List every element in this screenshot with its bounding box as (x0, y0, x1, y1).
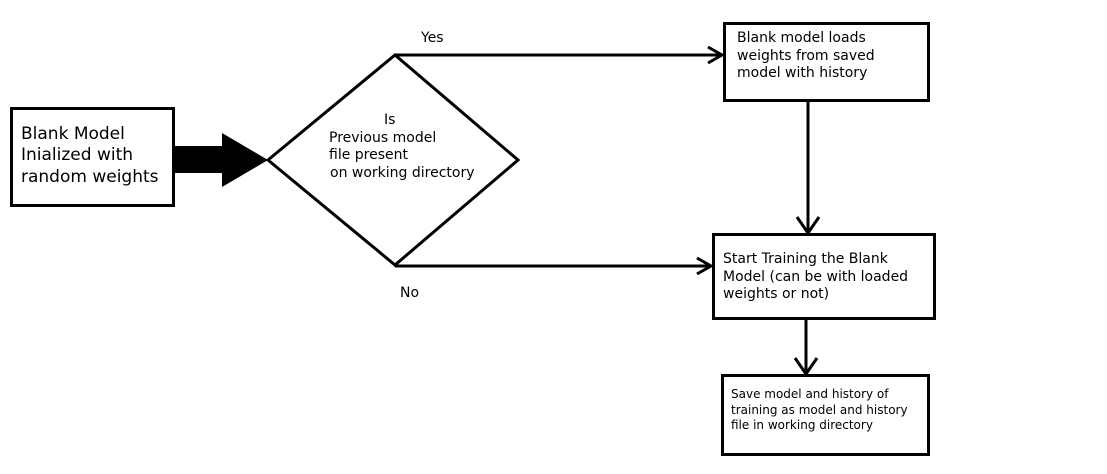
start-training-line: Start Training the Blank (723, 251, 888, 267)
start-box-line: Blank Model (21, 124, 125, 144)
save-model-line: training as model and history (731, 402, 908, 417)
save-model-text: Save model and history of training as mo… (731, 387, 908, 434)
decision-line: Is (384, 112, 396, 128)
load-weights-text: Blank model loads weights from saved mod… (737, 30, 875, 83)
start-box-text: Blank Model Inialized with random weight… (21, 124, 159, 188)
decision-line: on working directory (330, 164, 475, 181)
no-label: No (400, 285, 420, 301)
save-model-line: file in working directory (731, 418, 873, 433)
save-model-line: Save model and history of (731, 387, 889, 401)
save-model-box: Save model and history of training as mo… (721, 374, 930, 456)
start-training-text: Start Training the Blank Model (can be w… (723, 251, 908, 304)
start-training-line: weights or not) (723, 286, 830, 302)
load-weights-box: Blank model loads weights from saved mod… (723, 22, 930, 102)
decision-diamond (265, 53, 521, 267)
decision-text: Is Previous model file present on workin… (326, 112, 475, 182)
decision-line: file present (329, 147, 408, 163)
yes-arrowhead (707, 45, 726, 65)
no-arrowhead (696, 256, 715, 276)
yes-label: Yes (421, 30, 444, 46)
start-to-decision-arrow (175, 133, 268, 187)
start-training-box: Start Training the Blank Model (can be w… (712, 233, 936, 320)
start-box-line: random weights (21, 166, 159, 187)
load-weights-line: weights from saved (737, 47, 875, 64)
start-training-line: Model (can be with loaded (723, 268, 909, 285)
decision-line: Previous model (329, 129, 437, 146)
load-weights-line: Blank model loads (737, 30, 866, 46)
start-box: Blank Model Inialized with random weight… (10, 107, 175, 207)
load-weights-line: model with history (737, 65, 868, 81)
start-box-line: Inialized with (21, 145, 134, 166)
